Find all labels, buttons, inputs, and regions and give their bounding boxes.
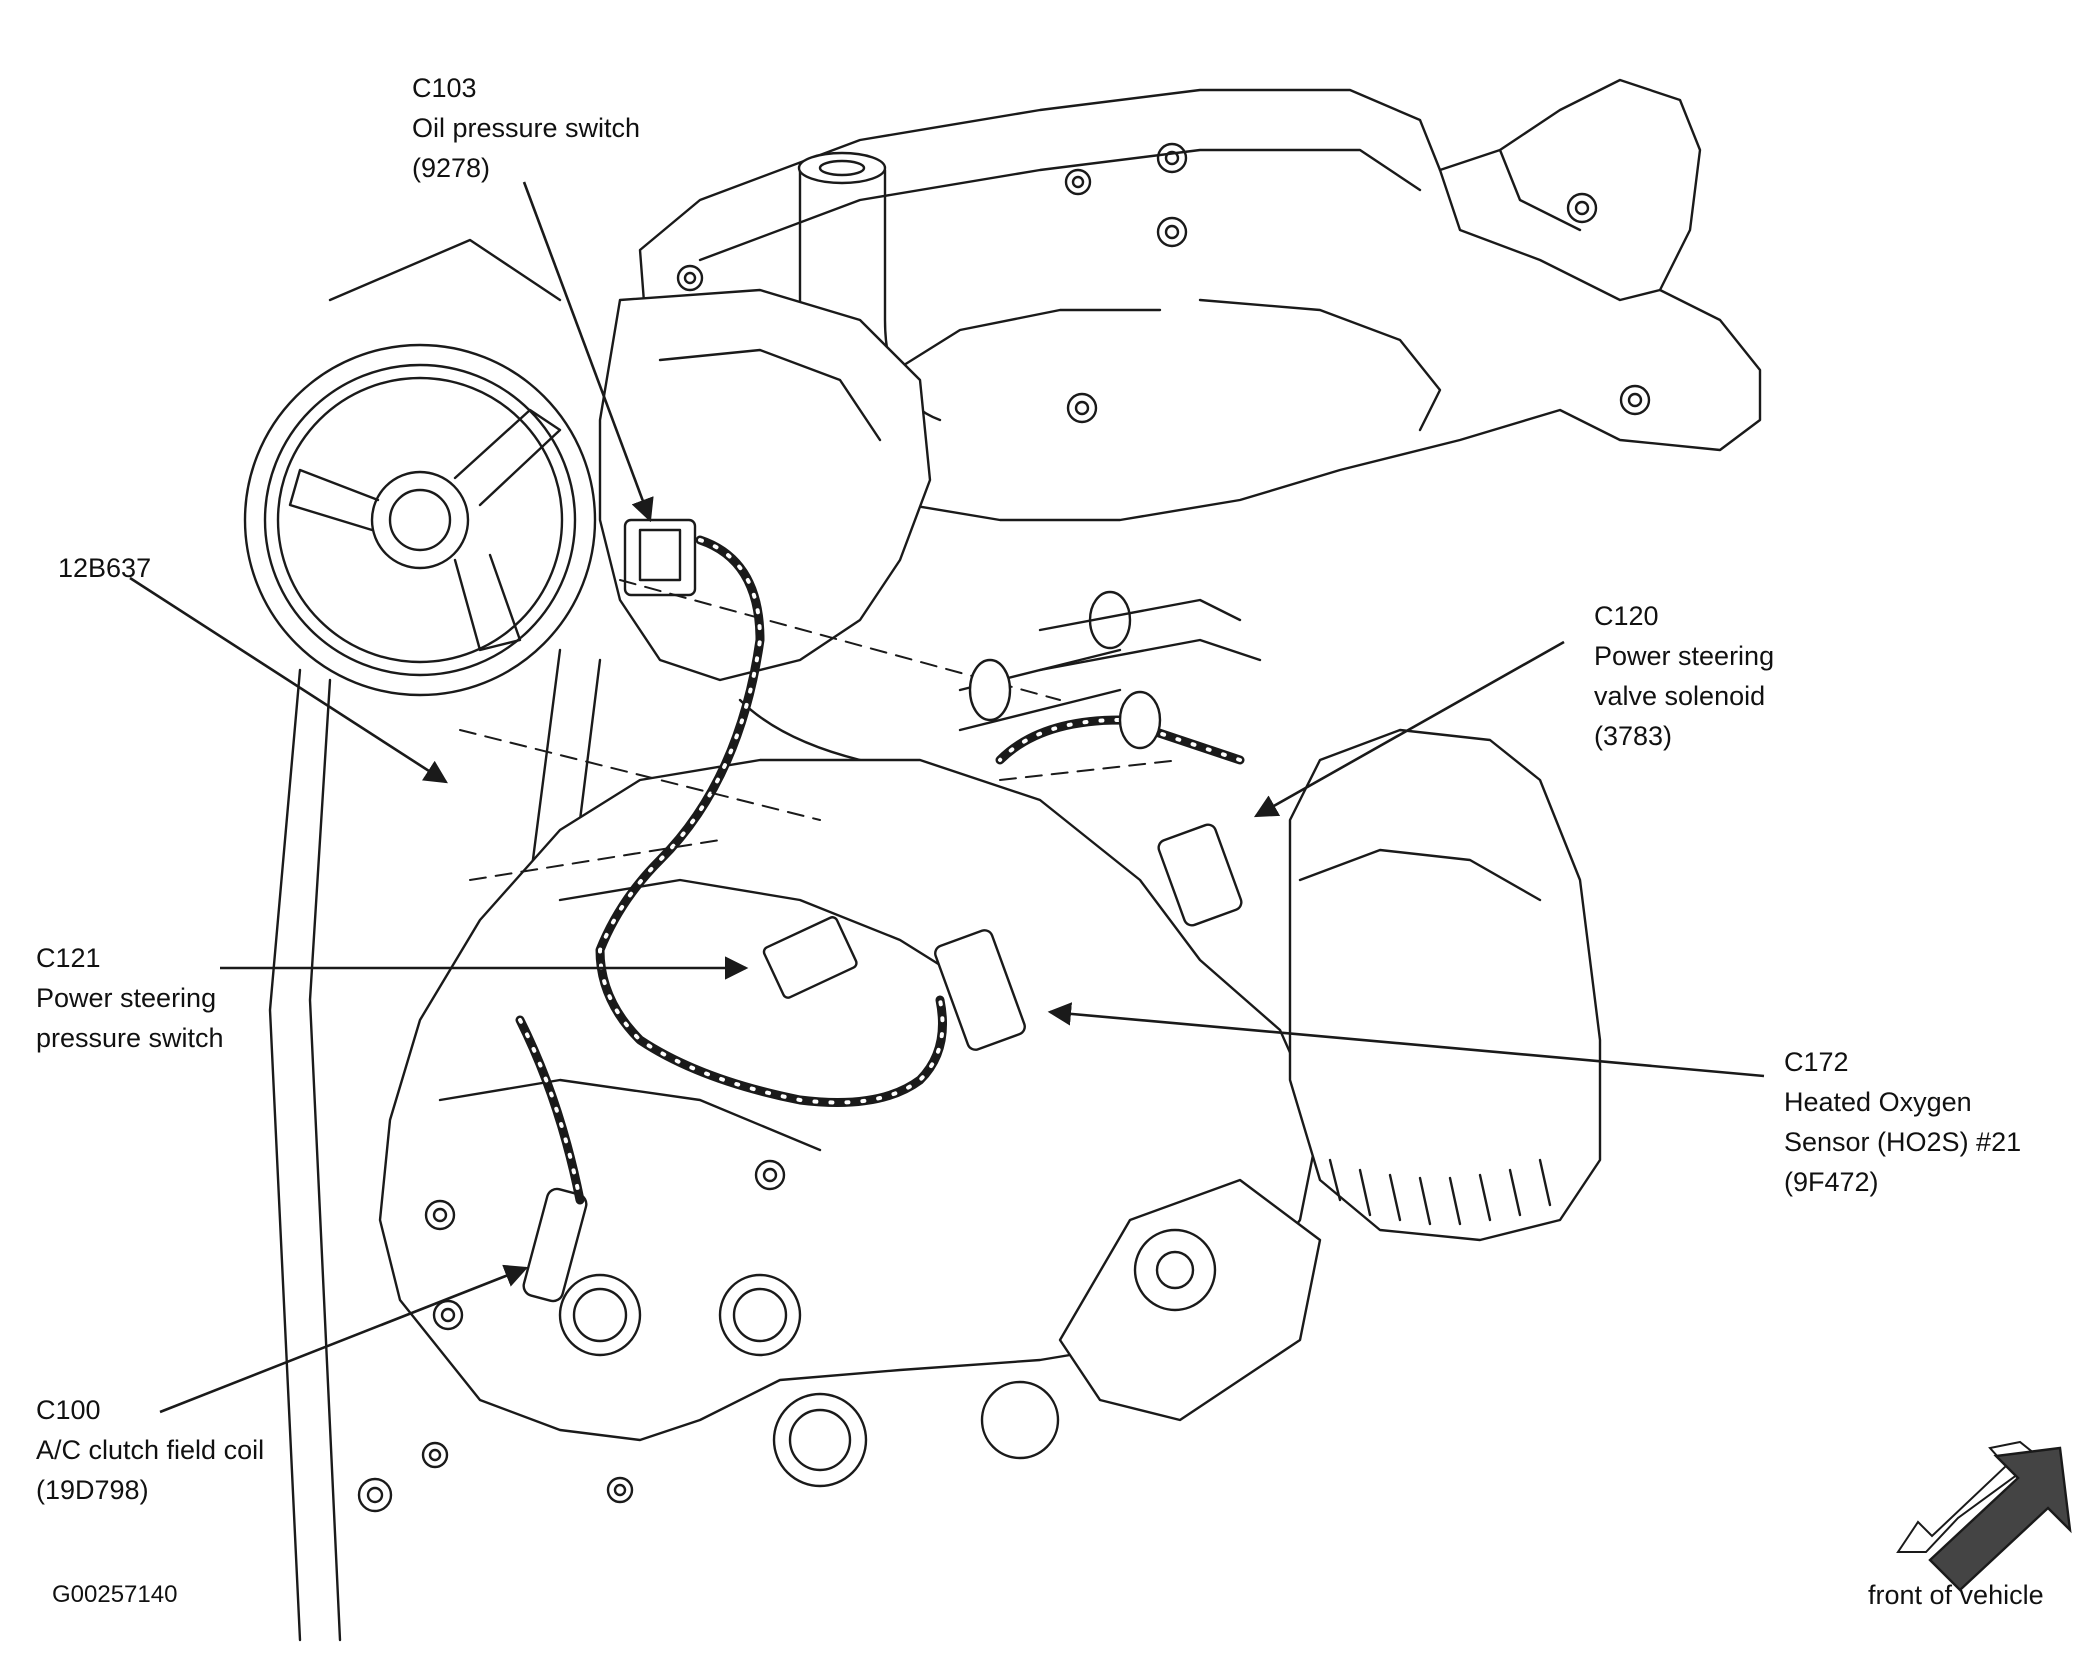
- callout-c103: C103 Oil pressure switch (9278): [412, 68, 640, 188]
- callout-line: C100: [36, 1395, 101, 1425]
- engine-linework: [243, 78, 1762, 1642]
- callout-line: Sensor (HO2S) #21: [1784, 1127, 2022, 1157]
- lower-hardware: [357, 1159, 786, 1513]
- leader-c120: [1253, 640, 1565, 818]
- leader-c172: [1047, 1002, 1765, 1078]
- callout-line: (3783): [1594, 721, 1673, 751]
- callout-line: C172: [1784, 1047, 1849, 1077]
- front-arrow-icon: [1896, 1440, 2072, 1592]
- callout-c121: C121 Power steering pressure switch: [36, 938, 224, 1058]
- leader-c100: [159, 1264, 529, 1414]
- callout-c172: C172 Heated Oxygen Sensor (HO2S) #21 (9F…: [1784, 1042, 2021, 1202]
- callout-line: Oil pressure switch: [412, 113, 641, 143]
- callout-line: (9F472): [1784, 1167, 1879, 1197]
- callout-line: (19D798): [36, 1475, 149, 1505]
- callout-line: C121: [36, 943, 101, 973]
- figure-id: G00257140: [52, 1581, 178, 1608]
- connectors: [522, 518, 1243, 1303]
- callout-line: C120: [1594, 601, 1659, 631]
- callout-line: Power steering: [36, 983, 217, 1013]
- steering-lines: [958, 590, 1262, 750]
- callout-line: pressure switch: [36, 1023, 224, 1053]
- callout-12b637: 12B637: [58, 548, 151, 588]
- leader-c103: [522, 181, 654, 523]
- direction-label: front of vehicle: [1868, 1580, 2044, 1610]
- callout-c100: C100 A/C clutch field coil (19D798): [36, 1390, 264, 1510]
- callout-line: valve solenoid: [1594, 681, 1766, 711]
- callout-c120: C120 Power steering valve solenoid (3783…: [1594, 596, 1774, 756]
- callout-line: 12B637: [58, 553, 152, 583]
- callout-line: A/C clutch field coil: [36, 1435, 265, 1465]
- callout-line: Power steering: [1594, 641, 1775, 671]
- callout-line: (9278): [412, 153, 491, 183]
- callout-leaders: [129, 181, 1765, 1414]
- manifold-bolts: [676, 142, 1651, 424]
- callout-line: Heated Oxygen: [1784, 1087, 1972, 1117]
- pulley: [243, 343, 597, 697]
- callout-line: C103: [412, 73, 477, 103]
- leader-12b637: [129, 576, 448, 784]
- oil-filter: [1288, 728, 1602, 1242]
